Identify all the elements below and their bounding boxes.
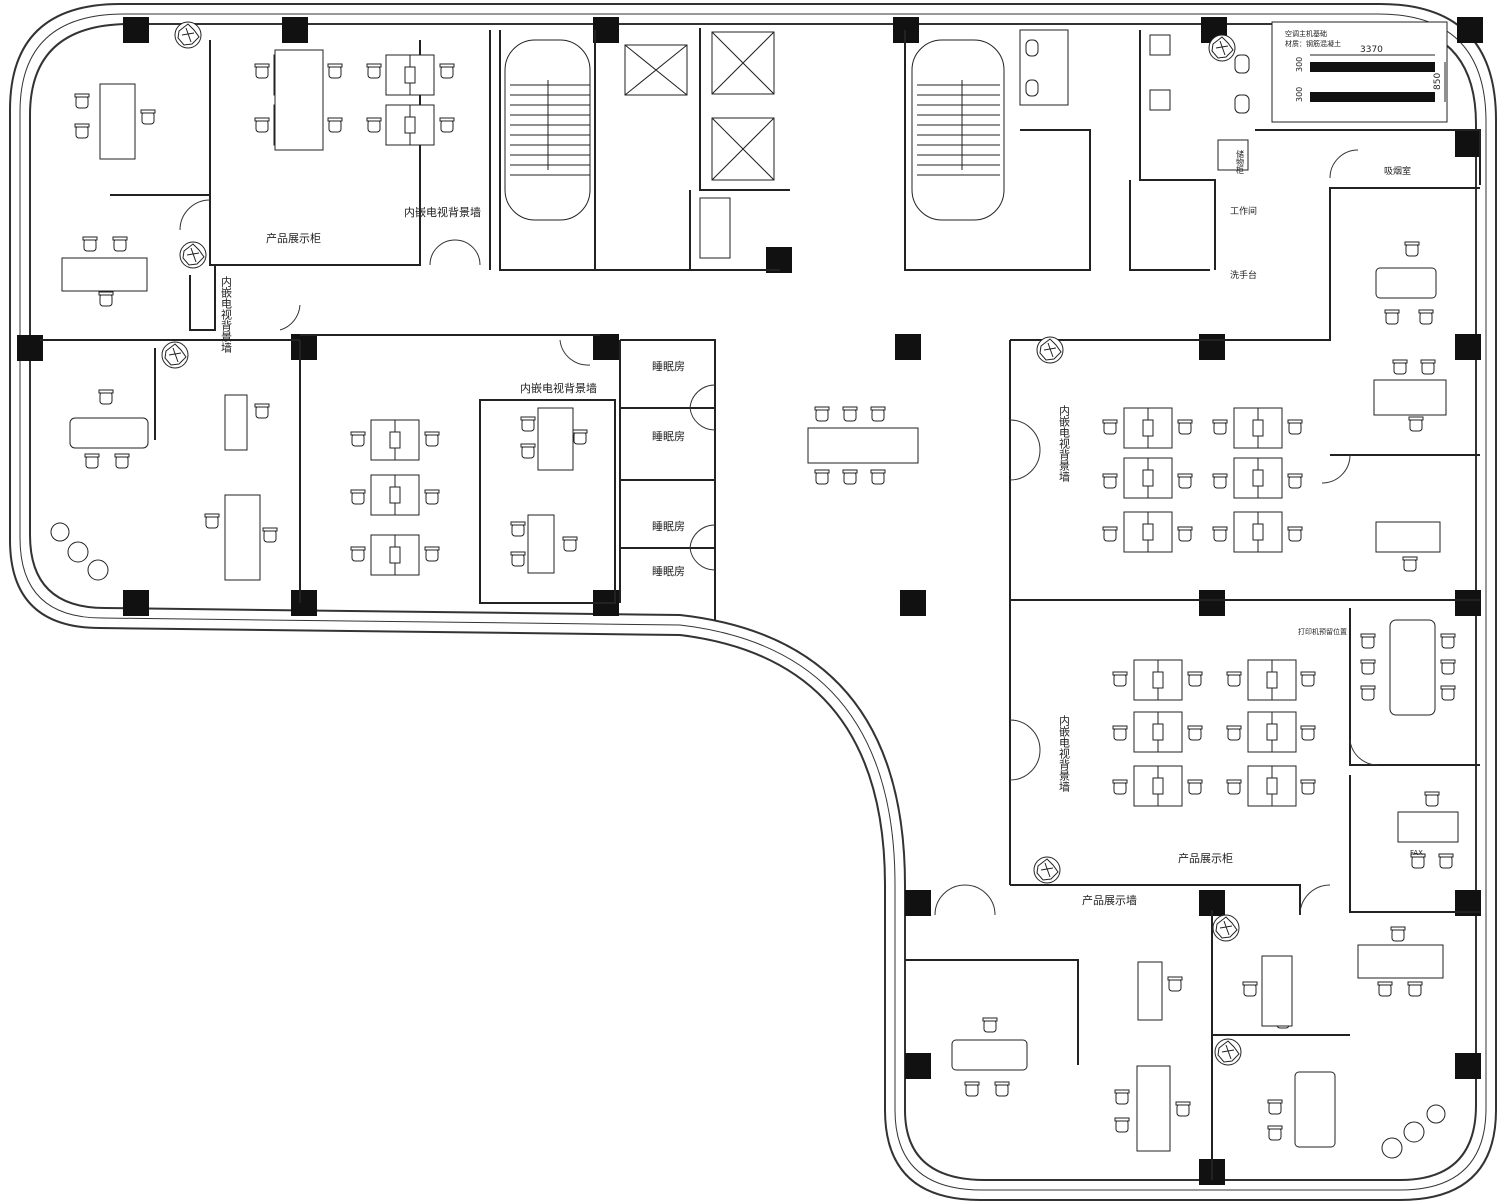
label-work-room: 工作间 [1230,205,1257,217]
label-sleep-room-3: 睡眠房 [652,520,685,533]
room-labels: 产品展示柜 内嵌电视背景墙 内嵌电视背景墙 内嵌电视背景墙 睡眠房 睡眠房 睡眠… [220,149,1424,907]
stairs-right [911,39,1005,221]
label-fax: FAX [1410,849,1423,857]
desks [61,49,1459,1152]
chairs [74,63,1456,1141]
ac-unit-base: 空调主机基础 材质：钢筋混凝土 3370 850 300 300 [1271,21,1448,123]
plants [161,21,1242,1066]
label-tv-wall-top: 内嵌电视背景墙 [404,205,481,219]
doors [179,149,1379,916]
label-printer-position: 打印机预留位置 [1298,627,1347,636]
dim-300-b: 300 [1295,87,1304,102]
ac-unit-material: 材质：钢筋混凝土 [1285,39,1341,48]
dim-300-a: 300 [1295,57,1304,72]
building-outline [9,3,1497,1201]
label-sleep-room-2: 睡眠房 [652,430,685,443]
label-tv-wall-right-lower: 内嵌电视背景墙 [1058,714,1071,793]
elevators [624,31,775,259]
label-product-wall-bottom: 产品展示墙 [1082,893,1137,907]
label-product-cabinet-top: 产品展示柜 [266,231,321,245]
workstations [273,54,1297,807]
label-product-cabinet-bottom: 产品展示柜 [1178,851,1233,865]
label-wash-basin: 洗手台 [1230,269,1257,281]
label-tv-wall-right-upper: 内嵌电视背景墙 [1058,404,1071,483]
label-tv-wall-left-vertical: 内嵌电视背景墙 [220,275,233,354]
label-sleep-room-1: 睡眠房 [652,360,685,373]
label-sleep-room-4: 睡眠房 [652,565,685,578]
stairs-left [504,39,591,221]
label-smoking-room: 吸烟室 [1384,165,1411,177]
interior-walls [40,28,1481,1180]
dim-3370: 3370 [1360,45,1383,55]
restrooms [1019,29,1250,171]
ac-unit-note: 空调主机基础 [1285,29,1327,38]
label-storage: 储物柜 [1236,149,1245,175]
lounge-seats [50,522,1446,1159]
label-tv-wall-center: 内嵌电视背景墙 [520,381,597,395]
dim-850: 850 [1433,73,1443,90]
